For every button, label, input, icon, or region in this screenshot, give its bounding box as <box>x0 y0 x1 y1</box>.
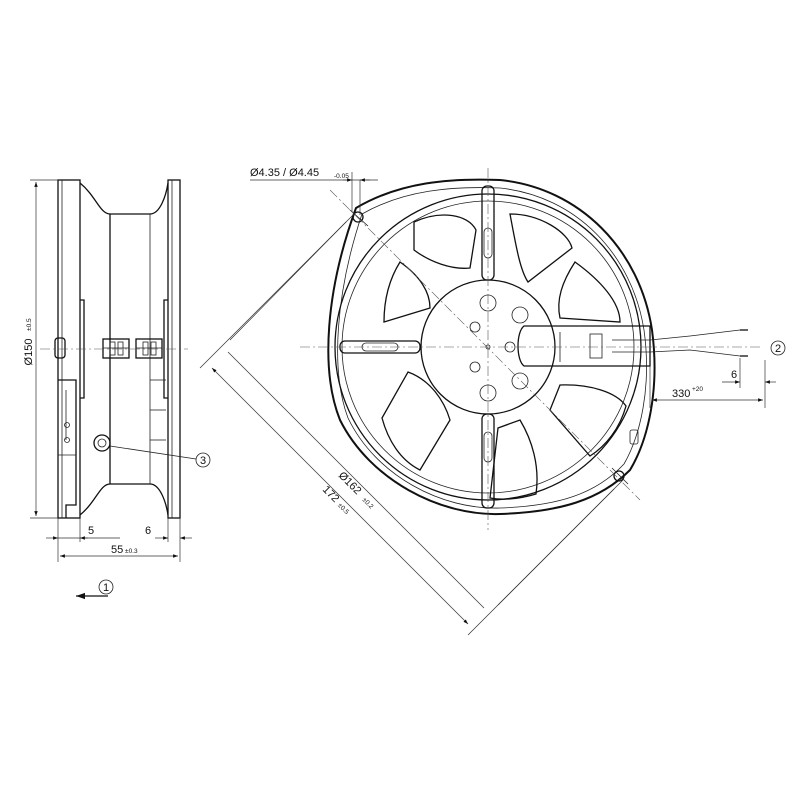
terminal-block-right <box>135 338 163 359</box>
callout-1-circle <box>98 579 114 595</box>
callout-1-label: 1 <box>103 582 109 594</box>
callout-3-circle <box>195 452 211 468</box>
bolt-circle-label: Ø162 <box>336 470 364 498</box>
flange-nub <box>54 337 66 359</box>
lead-length-label: 330 <box>672 388 690 400</box>
cable-exit <box>517 325 651 367</box>
depth-tolerance: ±0.3 <box>125 548 138 555</box>
diagonal-label: 172 <box>320 484 341 505</box>
strip-length-label: 6 <box>731 369 737 381</box>
dim-5-label: 5 <box>88 525 94 537</box>
hole-diameter-tolerance: -0.05 <box>334 173 349 180</box>
ground-screw <box>93 434 111 452</box>
mount-hole-top-left <box>352 211 364 223</box>
side-view: Ø150 ±0.5 5 6 55 ±0.3 3 1 <box>23 179 211 600</box>
diameter-label: Ø150 <box>23 339 35 366</box>
housing-bottom-curve <box>79 483 169 516</box>
callout-2-circle <box>770 340 786 356</box>
diagonal-centerline <box>329 189 641 501</box>
impeller-blades <box>381 213 627 500</box>
mount-bracket <box>58 379 77 518</box>
hole-diameter-label: Ø4.35 / Ø4.45 <box>250 167 319 179</box>
dim-6-label: 6 <box>145 525 151 537</box>
callout-2-label: 2 <box>775 343 781 355</box>
diagonal-dimension-line <box>211 367 469 625</box>
callout-3-label: 3 <box>200 455 206 467</box>
depth-label: 55 <box>111 544 123 556</box>
lead-length-tolerance: +20 <box>692 386 703 393</box>
bolt-circle-tolerance: ±0.2 <box>361 497 375 511</box>
front-view: Ø4.35 / Ø4.45 -0.05 Ø162 ±0.2 172 ±0.5 3… <box>199 167 786 636</box>
housing-top-curve <box>79 182 169 215</box>
mount-hole-bottom-right <box>613 470 625 482</box>
diameter-tolerance: ±0.5 <box>26 318 33 331</box>
lead-wires <box>649 329 748 357</box>
terminal-block-left <box>102 338 130 359</box>
